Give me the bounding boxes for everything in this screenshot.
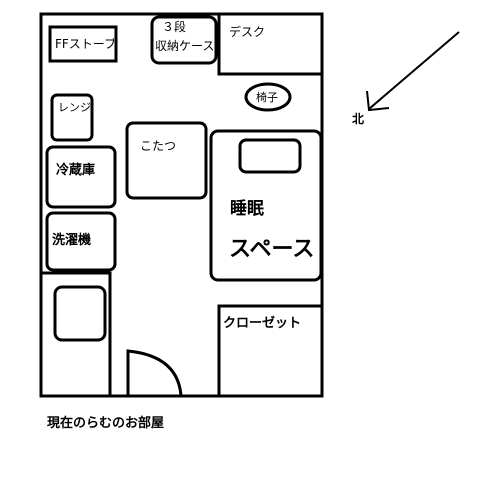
desk-label: デスク	[229, 25, 266, 39]
fridge-label: 冷蔵庫	[56, 163, 96, 178]
ff-stove-box	[48, 25, 118, 63]
bathtub-shape	[53, 285, 107, 342]
range-box	[50, 93, 94, 142]
storage-case-box	[150, 15, 218, 65]
closet-outline	[217, 304, 321, 396]
kotatsu-label: こたつ	[140, 139, 177, 153]
washer-label: 洗濯機	[52, 233, 92, 248]
sleep-label-line1: 睡眠	[230, 199, 264, 219]
chair-label: 椅子	[256, 91, 278, 104]
pillow-shape	[238, 138, 302, 174]
bath-wall	[41, 271, 112, 396]
storage-case-label-line2: 収納ケース	[155, 39, 215, 53]
chair-shape	[244, 82, 292, 112]
door-swing	[126, 349, 183, 397]
storage-case-label-line1: ３段	[162, 20, 187, 34]
kotatsu-box	[125, 121, 208, 200]
washer-box	[45, 211, 117, 272]
north-label: 北	[352, 112, 365, 126]
desk-outline	[217, 15, 321, 76]
page-title: 現在のらむのお部屋	[47, 416, 165, 431]
range-label: レンジ	[58, 101, 91, 114]
north-arrow	[366, 31, 460, 112]
closet-label: クローゼット	[223, 316, 302, 331]
fridge-box	[45, 145, 117, 209]
bed-box	[209, 129, 323, 282]
ff-stove-label: FFストーブ	[55, 37, 117, 51]
sleep-label-line2: スペース	[229, 237, 315, 262]
